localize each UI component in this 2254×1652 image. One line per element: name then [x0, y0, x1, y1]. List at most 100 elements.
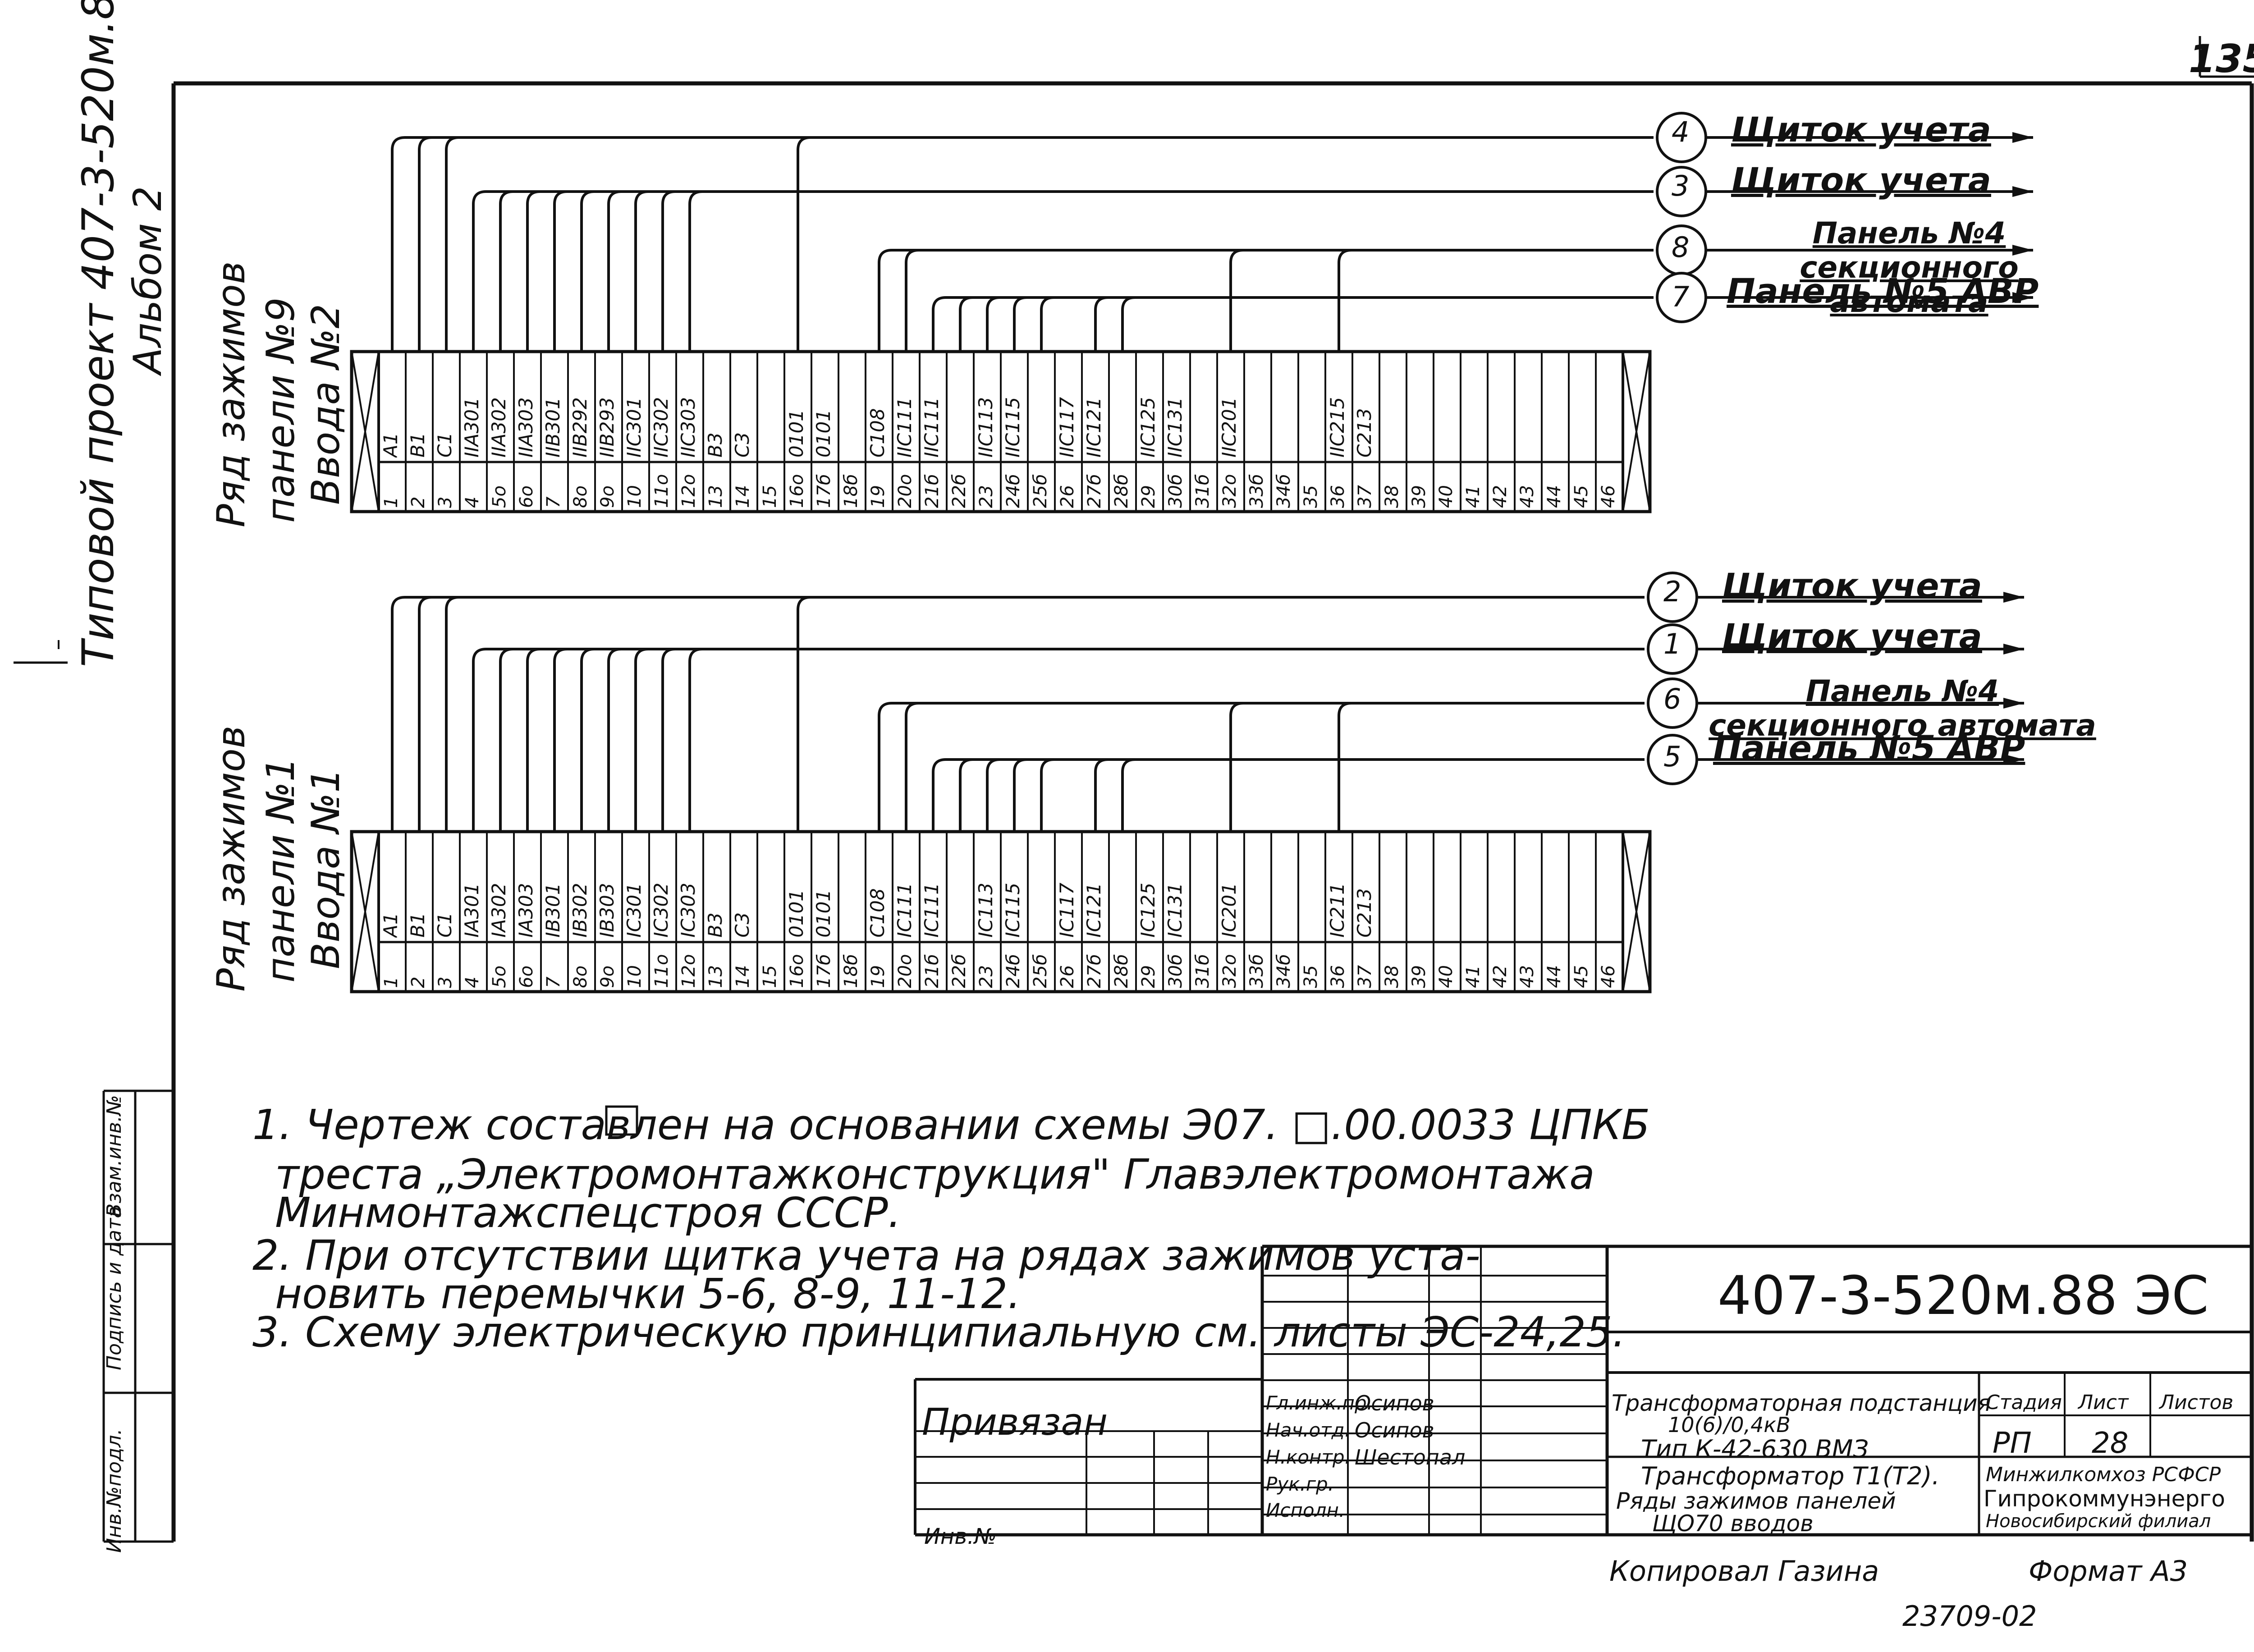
line-marker: 3 — [1672, 169, 1690, 202]
wire-label: IС115 — [1003, 883, 1022, 938]
lower-wire-drop — [905, 702, 919, 832]
upper-wire-drop — [499, 190, 513, 352]
side-stamp-label: Взам.инв.№ — [103, 1095, 126, 1217]
sheet-title: Трансформатор Т1(Т2). — [1641, 1462, 1940, 1490]
terminal-number: 21б — [923, 954, 941, 988]
terminal-number: 10 — [626, 485, 644, 508]
lower-wire-drop — [391, 596, 405, 832]
terminal-number: 22б — [950, 954, 968, 988]
upper-wire-drop — [526, 190, 541, 352]
upper-wire-drop — [445, 136, 459, 352]
lower-wire-drop — [1094, 758, 1109, 832]
upper-block-title: Ряд зажимов — [209, 261, 254, 527]
wire-label: 0101 — [814, 409, 833, 458]
terminal-number: 24б — [1004, 474, 1022, 508]
terminal-number: 44 — [1545, 965, 1563, 988]
line-label: Панель №4 секционного автомата — [1709, 674, 2096, 743]
note-line: новить перемычки 5-6, 8-9, 11-12. — [275, 1270, 1021, 1318]
wire-label: IIА303 — [517, 397, 536, 458]
note-line: Минмонтажспецстроя СССР. — [275, 1189, 901, 1237]
side-stamp-label: Инв.№подл. — [103, 1428, 126, 1553]
wire-label: IIС115 — [1003, 397, 1022, 458]
wire-label: В1 — [408, 912, 427, 938]
terminal-number: 20о — [896, 954, 914, 988]
upper-end-cap-x — [1622, 351, 1651, 512]
side-stamp-label: Подпись и дата — [103, 1206, 126, 1370]
terminal-number: 4 — [463, 463, 481, 508]
upper-wire-drop — [553, 190, 568, 352]
terminal-number: 1 — [382, 943, 400, 988]
organization: Гипрокоммунэнерго — [1984, 1486, 2226, 1512]
wire-label: IIВ293 — [598, 397, 617, 458]
terminal-number: 27б — [1086, 954, 1104, 988]
terminal-number: 16о — [788, 474, 806, 508]
sheets-label: Листов — [2159, 1391, 2234, 1414]
wire-label: С1 — [435, 912, 454, 938]
terminal-number: 29 — [1140, 965, 1158, 988]
upper-wire-drop — [607, 190, 622, 352]
terminal-number: 5о — [490, 485, 509, 508]
lower-wire-drop — [1121, 758, 1136, 832]
wire-label: IIС117 — [1058, 397, 1077, 458]
lower-end-cap-x — [1622, 831, 1651, 992]
wire-label: IIС125 — [1139, 397, 1158, 458]
terminal-number: 15 — [761, 965, 779, 988]
wire-label: IIС201 — [1220, 397, 1239, 458]
stage-label: Стадия — [1986, 1391, 2062, 1414]
terminal-number: 3 — [436, 943, 454, 988]
lower-wire-drop — [688, 648, 703, 832]
terminal-number: 36 — [1329, 485, 1347, 508]
terminal-number: 33б — [1248, 474, 1266, 508]
terminal-number: 42 — [1491, 485, 1509, 508]
terminal-number: 8о — [572, 966, 590, 988]
project-name: 10(6)/0,4кВ — [1668, 1413, 1791, 1437]
line-marker: 7 — [1672, 280, 1690, 313]
role-label: Гл.инж.пр. — [1266, 1392, 1373, 1414]
wire-label: IIС302 — [652, 397, 671, 458]
sheet-value: 28 — [2092, 1427, 2129, 1460]
terminal-number: 19 — [869, 965, 887, 988]
sheet-title: Ряды зажимов панелей — [1616, 1488, 1896, 1514]
terminal-number: 26 — [1058, 485, 1077, 508]
wire-label: IА302 — [490, 883, 509, 938]
wire-label: IС113 — [976, 883, 995, 938]
terminal-number: 1 — [382, 463, 400, 508]
terminal-number: 37 — [1356, 485, 1374, 508]
upper-wire-drop — [1121, 296, 1136, 352]
upper-end-cap-x — [351, 351, 380, 512]
role-label: Рук.гр. — [1266, 1473, 1334, 1495]
privyazan-label: Привязан — [922, 1401, 1108, 1444]
wire-label: IС125 — [1139, 883, 1158, 938]
terminal-number: 38 — [1383, 485, 1401, 508]
terminal-number: 8о — [572, 485, 590, 508]
terminal-number: 15 — [761, 485, 779, 508]
terminal-number: 28б — [1113, 474, 1131, 508]
lower-arrow-head — [2003, 698, 2024, 709]
line-label: Панель №5 АВР — [1727, 271, 2039, 311]
terminal-number: 9о — [599, 485, 617, 508]
stage-value: РП — [1993, 1427, 2032, 1460]
terminal-number: 6о — [518, 966, 536, 988]
copied-by: Копировал Газина — [1609, 1555, 1879, 1588]
wire-label: А1 — [381, 912, 400, 938]
upper-block-title: панели №9 — [258, 297, 303, 523]
lower-wire-drop — [1338, 702, 1352, 832]
note-line: 1. Чертеж составлен на основании схемы Э… — [252, 1101, 1650, 1149]
inv-label: Инв.№ — [924, 1524, 997, 1549]
terminal-number: 6о — [518, 485, 536, 508]
terminal-number: 34б — [1275, 474, 1293, 508]
terminal-number: 2 — [409, 463, 427, 508]
lower-wire-drop — [445, 596, 459, 832]
person-name: Осипов — [1355, 1391, 1434, 1415]
terminal-number: 35 — [1302, 965, 1320, 988]
terminal-number: 40 — [1437, 965, 1455, 988]
upper-arrow-head — [2012, 245, 2033, 256]
role-label: Исполн. — [1266, 1499, 1345, 1521]
line-marker: 6 — [1663, 682, 1681, 715]
upper-arrow-head — [2012, 132, 2033, 143]
terminal-number: 46 — [1599, 965, 1617, 988]
role-label: Н.контр. — [1266, 1446, 1351, 1468]
wire-label: IIС303 — [679, 397, 698, 458]
terminal-number: 21б — [923, 474, 941, 508]
